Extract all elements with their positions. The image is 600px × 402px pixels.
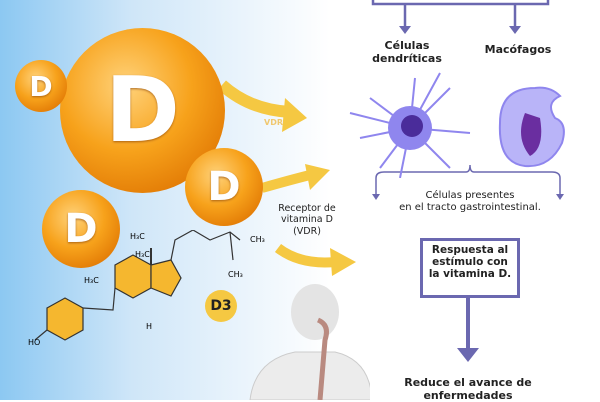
response-line-1: Respuesta al: [431, 244, 509, 256]
receptor-line-3: (VDR): [293, 225, 321, 237]
dendritic-line-2: dendríticas: [372, 51, 442, 65]
dendritic-line-1: Células: [384, 39, 430, 52]
dendritic-cell-icon: [349, 72, 471, 178]
vitamin-d3-molecule: [34, 230, 241, 341]
h3c-ring-label: H₃C: [84, 276, 99, 285]
h-label: H: [146, 322, 153, 331]
receptor-line-1: Receptor de: [278, 203, 336, 214]
dendritic-cells-label: Células dendríticas: [362, 39, 452, 65]
vdr-arrow-label: VDR: [264, 118, 283, 127]
vitamin-d-sphere-bottom: D: [42, 190, 120, 268]
d3-badge: D3: [205, 290, 237, 322]
cells-present-label: Células presentes en el tracto gastroint…: [370, 190, 570, 214]
response-line-3: la vitamina D.: [428, 268, 512, 281]
ho-label: HO: [28, 338, 41, 347]
vitamin-d-sphere-medium: D: [185, 148, 263, 226]
vitamin-d-sphere-small: D: [15, 60, 67, 112]
response-line-2: estímulo con: [432, 256, 508, 269]
h3c-mid-label: H₃C: [135, 250, 150, 259]
response-text: Respuesta al estímulo con la vitamina D.: [423, 241, 517, 280]
result-label: Reduce el avance de enfermedades: [398, 376, 538, 402]
human-body-illustration: [249, 284, 370, 400]
cells-illustration: [349, 72, 565, 178]
receptor-label: Receptor de vitamina D (VDR): [262, 203, 352, 237]
result-line-2: enfermedades: [423, 388, 513, 402]
present-line-1: Células presentes: [425, 190, 515, 201]
receptor-line-2: vitamina D: [281, 214, 333, 226]
ch3-right-label: CH₃: [250, 235, 265, 244]
present-line-2: en el tracto gastrointestinal.: [399, 202, 541, 213]
vitamin-d-sphere-large: D: [60, 28, 225, 193]
result-line-1: Reduce el avance de: [404, 376, 532, 389]
response-box: Respuesta al estímulo con la vitamina D.: [420, 238, 520, 298]
macrophages-label: Macófagos: [484, 43, 552, 56]
h3c-top-label: H₃C: [130, 232, 145, 241]
ch3-low-label: CH₃: [228, 270, 243, 279]
